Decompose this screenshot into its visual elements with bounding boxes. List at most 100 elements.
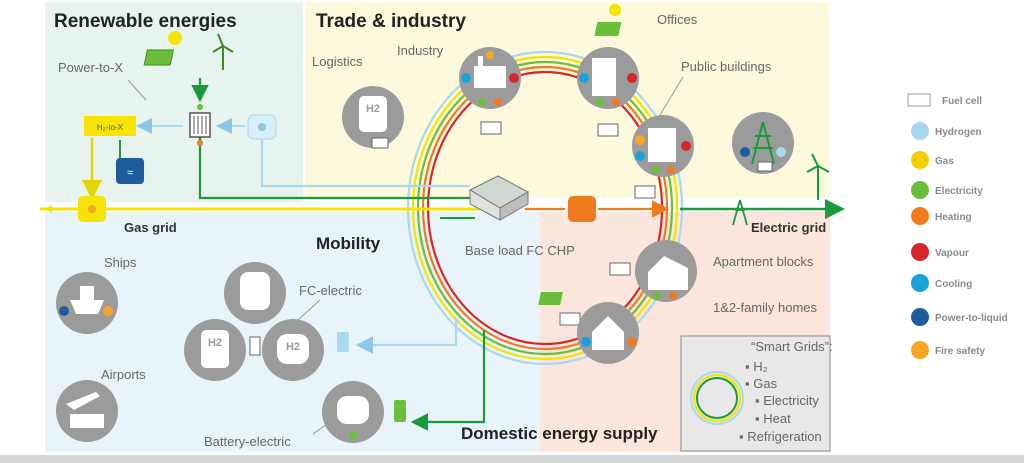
- electric-grid-label: Electric grid: [751, 220, 826, 235]
- smart-grids-item-heat: ▪ Heat: [755, 411, 791, 426]
- vapour-icon: [509, 73, 519, 83]
- airports-label: Airports: [101, 367, 146, 382]
- legend-label: Hydrogen: [935, 127, 982, 138]
- chp-tank-icon: [568, 196, 596, 222]
- apartment-blocks-label: Apartment blocks: [713, 254, 814, 269]
- apartment-blocks-node[interactable]: [635, 240, 697, 302]
- fuel-cell-icon: [249, 121, 773, 356]
- offices-sun-icon: [609, 4, 621, 16]
- gas-grid-label: Gas grid: [124, 220, 177, 235]
- h2-pump-icon: [337, 332, 349, 352]
- public-buildings-node[interactable]: [632, 115, 694, 177]
- legend-item: Power-to-liquid: [911, 308, 1008, 326]
- electric-to-battery: [410, 330, 486, 431]
- home-solar-icon: [538, 292, 563, 305]
- legend-label: Heating: [935, 212, 972, 223]
- ships-label: Ships: [104, 255, 137, 270]
- train-node[interactable]: [224, 262, 286, 324]
- power-to-x-label: Power-to-X: [58, 60, 123, 75]
- fc-electric-leader: [297, 299, 321, 321]
- smart-grids-box: “Smart Grids”: ▪ H₂ ▪ Gas ▪ Electricity …: [680, 335, 833, 452]
- ships-node[interactable]: [56, 272, 118, 334]
- legend-item: Fuel cell: [907, 93, 982, 107]
- hydrogen-tank-icon: [247, 114, 277, 140]
- legend-label: Cooling: [935, 279, 972, 290]
- heating-icon: [911, 207, 929, 225]
- pylon-icon: [732, 199, 748, 226]
- svg-text:≈: ≈: [127, 167, 133, 179]
- airports-node[interactable]: [56, 380, 118, 442]
- vapour-icon: [911, 243, 929, 261]
- smart-grids-refrigeration-text: Refrigeration: [747, 429, 821, 444]
- battery-car-node[interactable]: [322, 381, 384, 443]
- smart-grids-electricity-text: Electricity: [763, 393, 819, 408]
- legend-item: Heating: [911, 207, 972, 225]
- legend-item: Fire safety: [911, 341, 985, 359]
- fuel-cell-icon: [907, 93, 931, 107]
- heating-icon: [494, 98, 502, 106]
- legend-item: Cooling: [911, 274, 972, 292]
- logistics-h2: H2: [366, 103, 380, 115]
- hydrogen-icon: [911, 122, 929, 140]
- smart-grids-item-electricity: ▪ Electricity: [755, 393, 819, 408]
- bottom-bar: [0, 455, 1024, 463]
- cooling-icon: [911, 274, 929, 292]
- battery-electric-label: Battery-electric: [204, 434, 291, 449]
- power-to-liquid-icon: [911, 308, 929, 326]
- hydrogen-link: [260, 140, 470, 188]
- wind-turbine-icon: [212, 33, 234, 70]
- smart-grids-gas-text: Gas: [753, 376, 777, 391]
- gas-icon: [911, 151, 929, 169]
- h2-to-mobility: [355, 318, 458, 354]
- industry-label: Industry: [397, 43, 444, 58]
- mobility-title: Mobility: [316, 234, 381, 253]
- charging-station-icon: [394, 400, 406, 422]
- fire-safety-icon: [486, 51, 494, 59]
- family-homes-label: 1&2-family homes: [713, 300, 818, 315]
- legend-item: Gas: [911, 151, 954, 169]
- gas-tank-icon: [78, 196, 106, 222]
- electrolyser-electric-link: [198, 132, 470, 200]
- grid-turbine-icon: [806, 153, 830, 200]
- chp-building-icon: [468, 175, 530, 221]
- smart-grids-heat-text: Heat: [763, 411, 791, 426]
- industry-node[interactable]: [459, 47, 521, 109]
- legend-label: Fire safety: [935, 346, 985, 357]
- public-buildings-leader: [659, 76, 684, 116]
- family-homes-node[interactable]: [577, 302, 639, 364]
- legend-item: Vapour: [911, 243, 969, 261]
- public-buildings-label: Public buildings: [681, 59, 772, 74]
- smart-grids-h2-text: H₂: [753, 359, 767, 374]
- electricity-icon: [911, 181, 929, 199]
- logistics-label: Logistics: [312, 54, 363, 69]
- bus-h2: H2: [208, 337, 222, 349]
- logistics-node[interactable]: H2: [342, 86, 404, 148]
- bus-node[interactable]: H2: [184, 319, 246, 381]
- cooling-icon: [461, 73, 471, 83]
- legend-label: Fuel cell: [942, 96, 982, 107]
- solar-panel-icon: [143, 49, 174, 66]
- legend-label: Power-to-liquid: [935, 313, 1008, 324]
- smart-grids-item-h2: ▪ H₂: [745, 359, 768, 374]
- electricity-icon: [478, 98, 486, 106]
- legend-label: Vapour: [935, 248, 969, 259]
- offices-node[interactable]: [577, 47, 639, 109]
- fire-safety-icon: [911, 341, 929, 359]
- legend: Fuel cellHydrogenGasElectricityHeatingVa…: [907, 93, 1008, 359]
- smart-grids-item-gas: ▪ Gas: [745, 376, 778, 391]
- base-load-label: Base load FC CHP: [465, 243, 575, 258]
- h2-to-x-box: H₂-to-X: [84, 116, 136, 136]
- legend-item: Electricity: [911, 181, 983, 199]
- offices-label: Offices: [657, 12, 698, 27]
- car-h2: H2: [286, 341, 300, 353]
- fc-car-node[interactable]: H2: [262, 319, 324, 381]
- power-plant-node[interactable]: [732, 112, 794, 174]
- h2-to-x-label: H₂-to-X: [97, 123, 124, 132]
- fc-electric-label: FC-electric: [299, 283, 362, 298]
- domestic-title: Domestic energy supply: [461, 424, 658, 443]
- renewable-title: Renewable energies: [54, 11, 237, 32]
- electrolyser-icon: [189, 104, 211, 146]
- legend-item: Hydrogen: [911, 122, 982, 140]
